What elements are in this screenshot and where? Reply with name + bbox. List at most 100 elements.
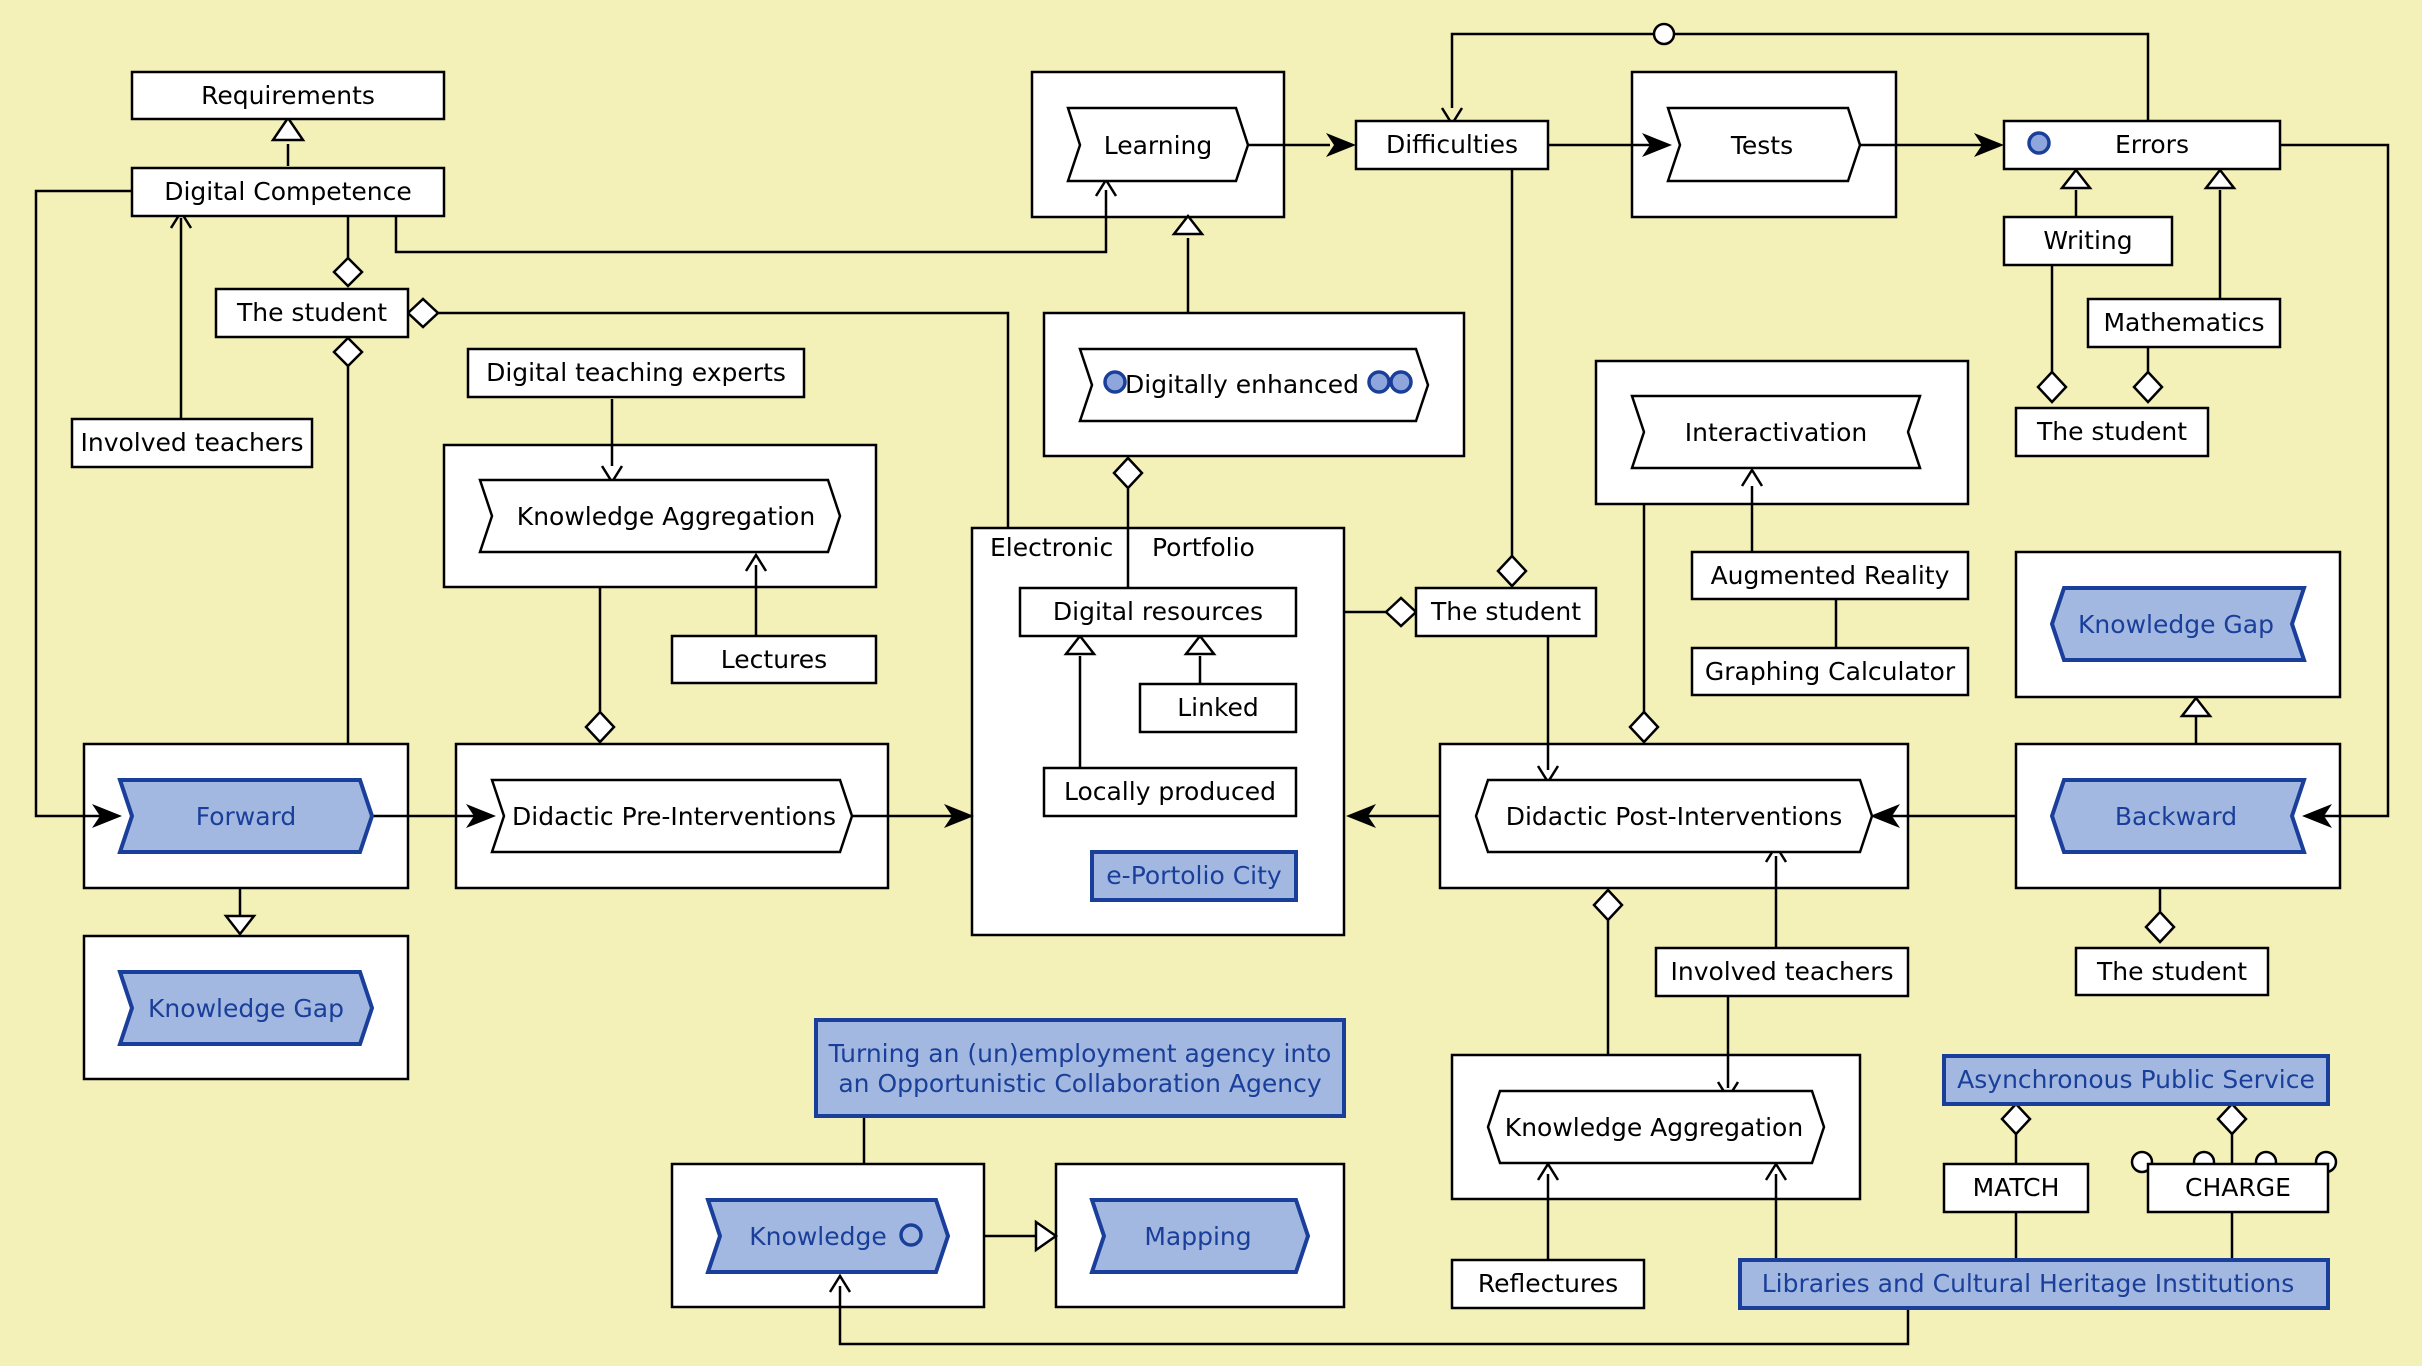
node-backward[interactable]: Backward [2049, 778, 2307, 854]
triangle-requirements [270, 115, 306, 142]
node-digital-competence[interactable]: Digital Competence [130, 166, 446, 218]
node-turning-agency[interactable]: Turning an (un)employment agency into an… [814, 1018, 1346, 1118]
arrow-errors-to-backward [2302, 804, 2332, 828]
line-libraries-knowledge [838, 1286, 1910, 1346]
triangle-errors-math [2203, 167, 2237, 190]
label-digital-competence: Digital Competence [164, 177, 412, 206]
label-knowledge: Knowledge [749, 1222, 886, 1251]
node-didactic-post[interactable]: Didactic Post-Interventions [1474, 778, 1874, 854]
label-locally-produced: Locally produced [1064, 777, 1276, 806]
node-forward[interactable]: Forward [117, 778, 375, 854]
node-match[interactable]: MATCH [1942, 1162, 2090, 1214]
node-digitally-enhanced[interactable]: Digitally enhanced [1078, 347, 1430, 423]
label-knowledge-aggregation-bottom: Knowledge Aggregation [1505, 1113, 1803, 1142]
arrow-to-electronic [944, 804, 974, 828]
triangle-learning [1171, 213, 1205, 236]
node-reflectures[interactable]: Reflectures [1450, 1258, 1646, 1310]
node-linked[interactable]: Linked [1138, 682, 1298, 734]
line-errors-backward [2280, 143, 2390, 818]
label-graphing-calculator: Graphing Calculator [1705, 657, 1956, 686]
label-mathematics: Mathematics [2103, 308, 2264, 337]
label-mapping: Mapping [1144, 1222, 1251, 1251]
node-involved-teachers-left[interactable]: Involved teachers [70, 417, 314, 469]
node-async-public-service[interactable]: Asynchronous Public Service [1942, 1054, 2330, 1106]
arrow-open-ar [1740, 467, 1764, 487]
label-charge: CHARGE [2185, 1173, 2291, 1202]
label-linked: Linked [1177, 693, 1259, 722]
digitally-enhanced-double-bullet-icon-b [1389, 370, 1413, 394]
label-requirements: Requirements [201, 81, 375, 110]
node-augmented-reality[interactable]: Augmented Reality [1690, 550, 1970, 601]
node-locally-produced[interactable]: Locally produced [1042, 766, 1298, 818]
node-digital-teaching-experts[interactable]: Digital teaching experts [466, 347, 806, 399]
node-difficulties[interactable]: Difficulties [1354, 119, 1550, 171]
label-writing: Writing [2043, 226, 2132, 255]
node-errors[interactable]: Errors [2002, 119, 2282, 171]
node-requirements[interactable]: Requirements [130, 70, 446, 121]
node-eportolio-city[interactable]: e-Portolio City [1090, 850, 1298, 902]
node-mapping[interactable]: Mapping [1089, 1198, 1311, 1274]
node-graphing-calculator[interactable]: Graphing Calculator [1690, 646, 1970, 697]
arrow-post-to-electronic [1346, 804, 1376, 828]
label-errors: Errors [2115, 130, 2189, 159]
node-knowledge-aggregation-top[interactable]: Knowledge Aggregation [478, 478, 842, 554]
arrow-to-forward [92, 804, 122, 828]
triangle-errors-writing [2059, 167, 2093, 190]
aggregation-markers [332, 256, 2248, 1136]
arrowheads [92, 107, 2332, 1293]
label-turning-line2: an Opportunistic Collaboration Agency [838, 1069, 1322, 1098]
node-interactivation[interactable]: Interactivation [1630, 394, 1922, 470]
label-didactic-pre: Didactic Pre-Interventions [512, 802, 836, 831]
label-match: MATCH [1973, 1173, 2060, 1202]
node-student-backward[interactable]: The student [2074, 946, 2270, 997]
label-turning-line1: Turning an (un)employment agency into [828, 1039, 1332, 1068]
errors-bullet-icon [2027, 131, 2051, 155]
label-reflectures: Reflectures [1478, 1269, 1618, 1298]
label-student-errors: The student [2036, 417, 2187, 446]
node-digital-resources[interactable]: Digital resources [1018, 586, 1298, 638]
node-learning[interactable]: Learning [1066, 106, 1250, 183]
label-portfolio: Portfolio [1152, 533, 1255, 562]
line-student-electronic [438, 311, 1010, 528]
digitally-enhanced-bullet-icon [1103, 370, 1127, 394]
diamond-student-electronic [406, 297, 440, 329]
label-lectures: Lectures [721, 645, 827, 674]
arrow-to-tests [1642, 133, 1672, 157]
node-student-middle[interactable]: The student [1414, 586, 1598, 638]
node-knowledge-aggregation-bottom[interactable]: Knowledge Aggregation [1486, 1089, 1826, 1165]
circle-marker-top [1652, 22, 1676, 46]
label-async-public-service: Asynchronous Public Service [1957, 1065, 2315, 1094]
label-digitally-enhanced: Digitally enhanced [1125, 370, 1359, 399]
diamond-writing-student [2036, 370, 2068, 404]
label-involved-teachers-right: Involved teachers [1670, 957, 1893, 986]
node-knowledge-gap-left[interactable]: Knowledge Gap [117, 970, 375, 1046]
label-student-backward: The student [2096, 957, 2247, 986]
node-libraries[interactable]: Libraries and Cultural Heritage Institut… [1738, 1258, 2330, 1310]
node-knowledge-gap-right[interactable]: Knowledge Gap [2049, 586, 2307, 662]
diamond-post-aggregation [1592, 888, 1624, 922]
label-difficulties: Difficulties [1386, 130, 1518, 159]
arrow-open-lectures [744, 552, 768, 572]
digitally-enhanced-double-bullet-icon-a [1367, 370, 1391, 394]
node-student-errors[interactable]: The student [2014, 406, 2210, 458]
node-charge[interactable]: CHARGE [2146, 1162, 2330, 1214]
node-student-top-left[interactable]: The student [214, 287, 410, 339]
label-eportolio-city: e-Portolio City [1106, 861, 1282, 890]
node-didactic-pre[interactable]: Didactic Pre-Interventions [490, 778, 854, 854]
arrow-to-errors [1974, 133, 2004, 157]
node-lectures[interactable]: Lectures [670, 634, 878, 685]
label-libraries: Libraries and Cultural Heritage Institut… [1762, 1269, 2295, 1298]
label-augmented-reality: Augmented Reality [1711, 561, 1950, 590]
node-tests[interactable]: Tests [1666, 106, 1862, 183]
node-involved-teachers-right[interactable]: Involved teachers [1654, 946, 1910, 998]
diamond-async-match [2000, 1102, 2032, 1136]
node-mathematics[interactable]: Mathematics [2086, 297, 2282, 349]
diamond-backward-student [2144, 910, 2176, 944]
node-knowledge[interactable]: Knowledge [705, 1198, 951, 1274]
node-writing[interactable]: Writing [2002, 215, 2174, 267]
label-didactic-post: Didactic Post-Interventions [1506, 802, 1843, 831]
triangle-knowledge-gap-left [223, 914, 257, 937]
diamond-difficulties-student [1496, 554, 1528, 588]
label-tests: Tests [1730, 131, 1793, 160]
label-learning: Learning [1104, 131, 1213, 160]
